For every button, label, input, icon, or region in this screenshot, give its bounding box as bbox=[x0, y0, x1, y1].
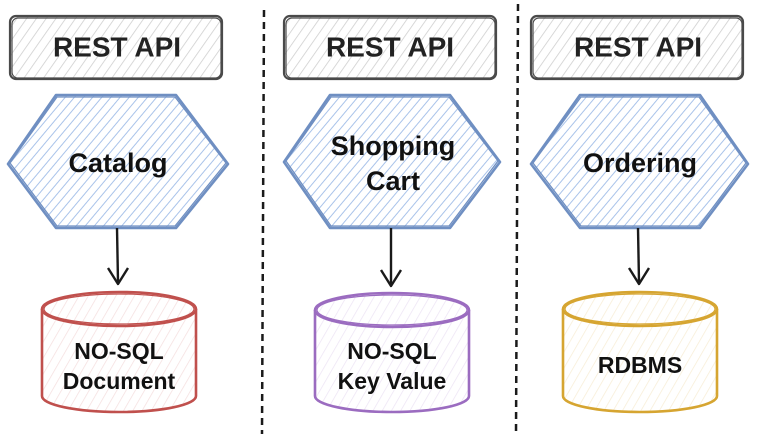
service-label-line-2: Cart bbox=[366, 166, 420, 196]
service-label-line-1: Shopping bbox=[331, 131, 455, 161]
database-label: RDBMS bbox=[598, 352, 682, 378]
column-catalog: REST API Catalog NO-SQL Document bbox=[6, 14, 230, 414]
database-cylinder: RDBMS bbox=[561, 290, 719, 414]
column-divider-1 bbox=[260, 9, 266, 435]
rest-api-box: REST API bbox=[282, 14, 498, 81]
column-shopping-cart: REST API Shopping Cart NO-SQL Key Value bbox=[282, 14, 502, 414]
service-label: Catalog bbox=[68, 148, 167, 178]
service-hexagon: Ordering bbox=[529, 93, 750, 230]
arrow bbox=[627, 227, 651, 286]
database-label-line-2: Document bbox=[63, 368, 176, 394]
arrow bbox=[379, 228, 403, 288]
column-divider-2 bbox=[514, 3, 520, 435]
rest-api-box: REST API bbox=[529, 14, 745, 81]
arrow bbox=[106, 227, 130, 286]
column-ordering: REST API Ordering RDBMS bbox=[529, 14, 750, 414]
rest-api-box: REST API bbox=[8, 14, 224, 81]
database-label-line-1: NO-SQL bbox=[74, 338, 163, 364]
database-label-line-2: Key Value bbox=[338, 368, 447, 394]
rest-api-label: REST API bbox=[574, 31, 702, 62]
service-label: Ordering bbox=[583, 148, 697, 178]
rest-api-label: REST API bbox=[326, 31, 454, 62]
database-cylinder: NO-SQL Document bbox=[40, 290, 198, 414]
database-label-line-1: NO-SQL bbox=[347, 338, 436, 364]
rest-api-label: REST API bbox=[53, 31, 181, 62]
database-cylinder: NO-SQL Key Value bbox=[313, 291, 471, 414]
service-hexagon: Shopping Cart bbox=[282, 93, 502, 230]
service-hexagon: Catalog bbox=[6, 93, 230, 230]
